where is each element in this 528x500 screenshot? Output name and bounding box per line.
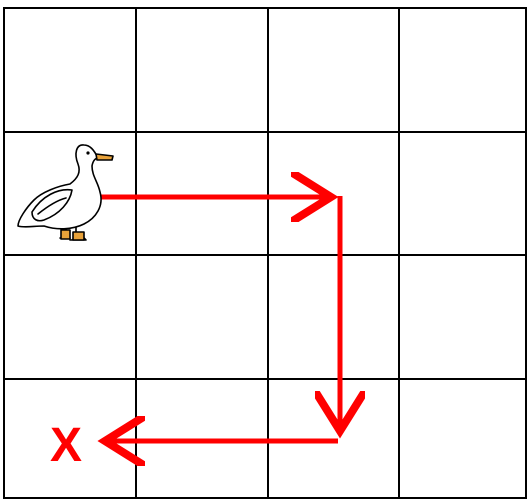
- target-marker: X: [50, 419, 82, 472]
- path-arrows: [100, 196, 340, 441]
- grid-cell[interactable]: [136, 132, 268, 255]
- grid-cell[interactable]: [268, 8, 399, 132]
- grid-cell[interactable]: [399, 255, 526, 379]
- grid-cell[interactable]: [136, 8, 268, 132]
- grid-cell[interactable]: [268, 132, 399, 255]
- grid-cell[interactable]: [4, 255, 136, 379]
- grid-cells: [4, 8, 526, 498]
- grid-cell[interactable]: [4, 8, 136, 132]
- grid-cell[interactable]: [399, 8, 526, 132]
- grid-cell[interactable]: [399, 132, 526, 255]
- duck-icon[interactable]: [17, 144, 114, 241]
- grid-cell[interactable]: [399, 379, 526, 498]
- grid-cell[interactable]: [268, 255, 399, 379]
- grid-cell[interactable]: [136, 255, 268, 379]
